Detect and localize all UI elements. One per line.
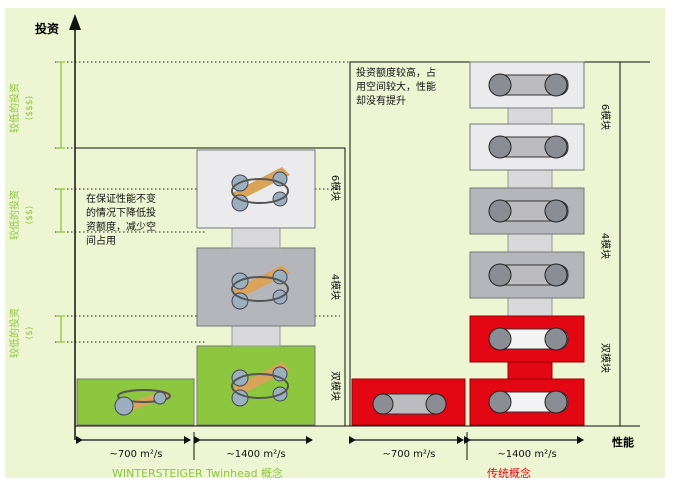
left-connector-2: [231, 227, 281, 249]
investment-sub-1: ($$$): [25, 96, 35, 120]
left-concept-outline: [75, 147, 346, 426]
right-single-module: [351, 378, 466, 426]
right-six-module-top: [469, 61, 585, 109]
right-four-module-top: [469, 187, 585, 235]
right-connector: [507, 233, 553, 253]
twinhead-machine-icon: [114, 389, 172, 416]
y-axis-arrow: [69, 14, 81, 30]
right-four-module-bottom: [469, 251, 585, 299]
left-module-label-4: 4模块: [329, 274, 341, 300]
left-module-label-6: 6模块: [329, 175, 341, 201]
right-double-module-top: [469, 315, 585, 363]
right-connector: [507, 297, 553, 317]
right-speed-1400: ~1400 m²/s: [497, 449, 556, 460]
investment-brackets: [57, 61, 65, 343]
left-six-module: [196, 149, 316, 229]
investment-label-1: 较低的投资: [8, 83, 21, 133]
left-module-stack: [76, 149, 316, 426]
investment-label-2: 较低的投资: [8, 190, 21, 240]
right-module-label-6: 6模块: [599, 104, 611, 130]
left-module-label-2: 双模块: [329, 371, 341, 401]
right-connector: [507, 107, 553, 125]
left-concept-note: 在保证性能不变 的情况下降低投 资额度，减少空 间占用: [86, 194, 156, 247]
right-concept-footer: 传统概念: [487, 467, 531, 480]
left-speed-1400: ~1400 m²/s: [226, 449, 285, 460]
right-module-stack: [469, 61, 585, 426]
right-module-label-4: 4模块: [599, 233, 611, 259]
right-speed-700: ~700 m²/s: [383, 449, 436, 460]
right-concept-note: 投资额度较高，占 用空间较大，性能 却没有提升: [356, 68, 436, 107]
investment-label-3: 较低的投资: [8, 308, 21, 358]
investment-sub-3: ($): [25, 327, 35, 340]
x-axis-label: 性能: [612, 435, 634, 449]
investment-sub-2: ($$): [25, 206, 35, 224]
investment-labels: 较低的投资 ($$$) 较低的投资 ($$) 较低的投资 ($): [8, 83, 35, 358]
right-connector: [507, 361, 553, 380]
left-connector-1: [231, 325, 281, 347]
right-module-label-2: 双模块: [599, 343, 611, 373]
right-six-module-bottom: [469, 123, 585, 171]
left-concept-footer: WINTERSTEIGER Twinhead 概念: [112, 467, 284, 480]
right-double-module-bottom: [469, 378, 585, 426]
right-connector: [507, 169, 553, 189]
y-axis-label: 投资: [35, 21, 59, 36]
left-speed-700: ~700 m²/s: [110, 449, 163, 460]
twinhead-machine-icon: [231, 167, 290, 407]
speed-dividers: [193, 432, 468, 460]
